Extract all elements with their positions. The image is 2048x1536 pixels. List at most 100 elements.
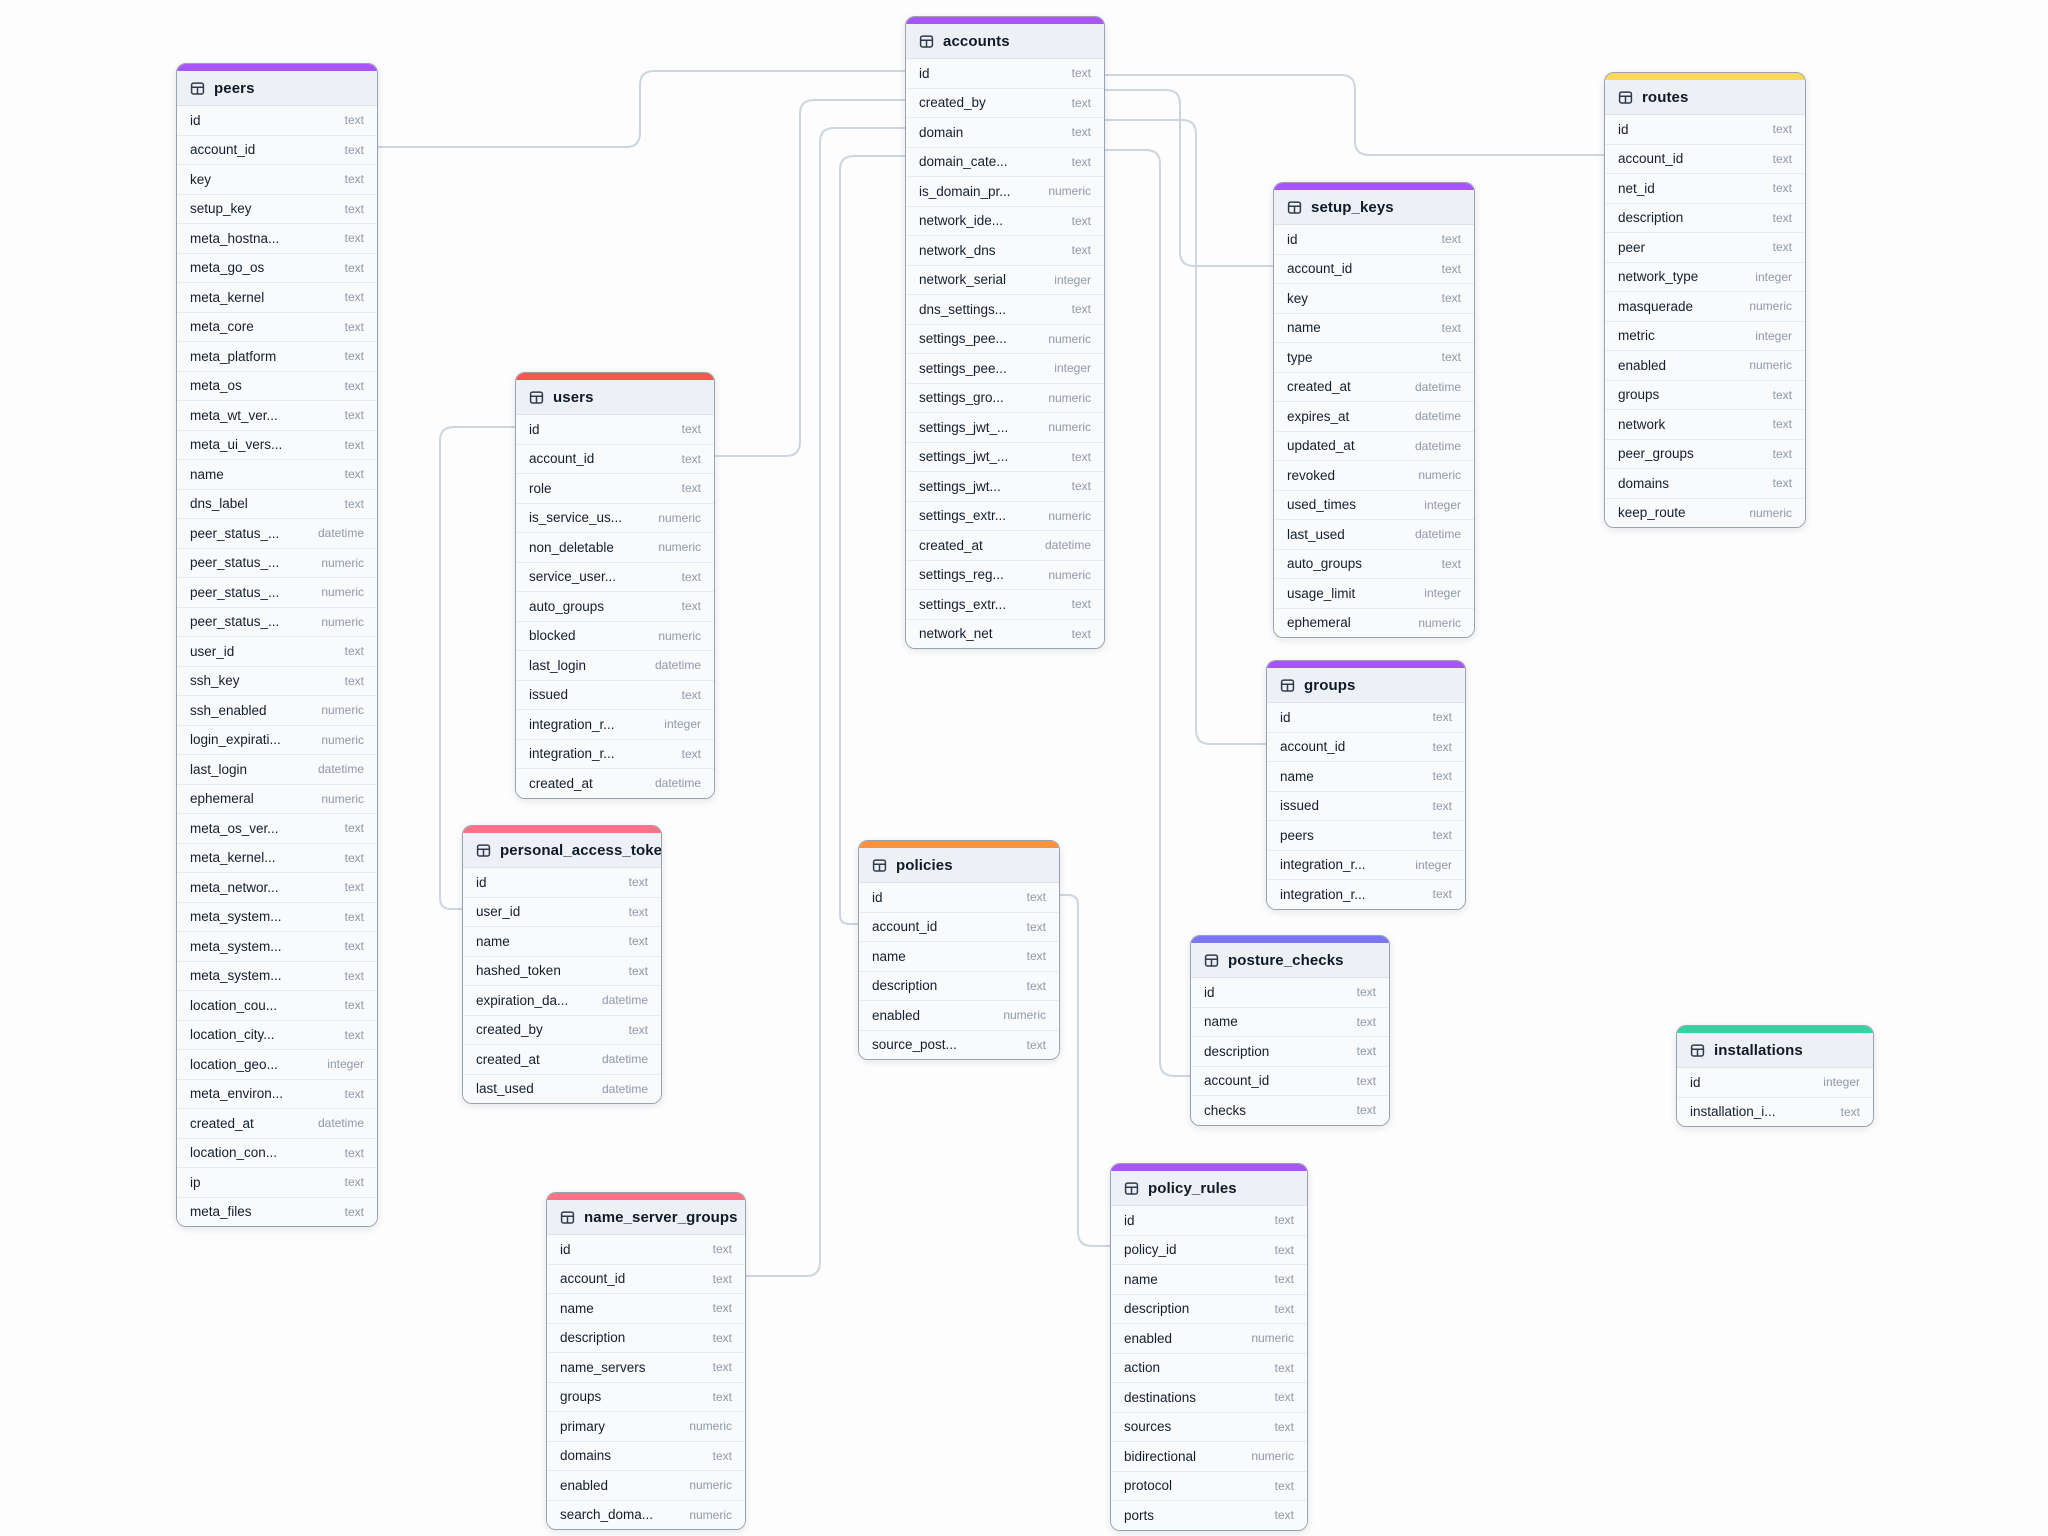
table-header[interactable]: groups xyxy=(1267,668,1465,703)
field-row[interactable]: meta_ui_vers...text xyxy=(177,430,377,460)
relationship-line[interactable] xyxy=(439,426,515,910)
field-row[interactable]: integration_r...text xyxy=(1267,880,1465,909)
field-row[interactable]: integration_r...integer xyxy=(516,710,714,740)
field-row[interactable]: meta_os_ver...text xyxy=(177,814,377,844)
relationship-line[interactable] xyxy=(1103,149,1190,1077)
field-row[interactable]: settings_pee...integer xyxy=(906,354,1104,384)
field-row[interactable]: meta_system...text xyxy=(177,902,377,932)
table-header[interactable]: peers xyxy=(177,71,377,106)
table-header[interactable]: accounts xyxy=(906,24,1104,59)
field-row[interactable]: settings_gro...numeric xyxy=(906,383,1104,413)
field-row[interactable]: domain_cate...text xyxy=(906,147,1104,177)
table-header[interactable]: users xyxy=(516,380,714,415)
relationship-line[interactable] xyxy=(1103,89,1273,267)
relationship-line[interactable] xyxy=(713,99,905,457)
field-row[interactable]: installation_i...text xyxy=(1677,1097,1873,1126)
field-row[interactable]: dns_settings...text xyxy=(906,295,1104,325)
relationship-line[interactable] xyxy=(1103,119,1266,745)
relationship-line[interactable] xyxy=(839,155,905,925)
table-header[interactable]: policy_rules xyxy=(1111,1171,1307,1206)
field-row[interactable]: meta_hostna...text xyxy=(177,224,377,254)
table-header[interactable]: name_server_groups xyxy=(547,1200,745,1235)
relationship-line[interactable] xyxy=(1103,74,1604,156)
field-row[interactable]: location_geo...integer xyxy=(177,1050,377,1080)
field-row[interactable]: peer_status_...numeric xyxy=(177,548,377,578)
field-row[interactable]: peer_status_...datetime xyxy=(177,519,377,549)
field-row[interactable]: settings_extr...numeric xyxy=(906,501,1104,531)
field-row[interactable]: peer_status_...numeric xyxy=(177,578,377,608)
relationship-line[interactable] xyxy=(376,70,905,148)
field-row[interactable]: search_doma...numeric xyxy=(547,1500,745,1529)
field-row[interactable]: meta_system...text xyxy=(177,932,377,962)
field-row[interactable]: is_domain_pr...numeric xyxy=(906,177,1104,207)
